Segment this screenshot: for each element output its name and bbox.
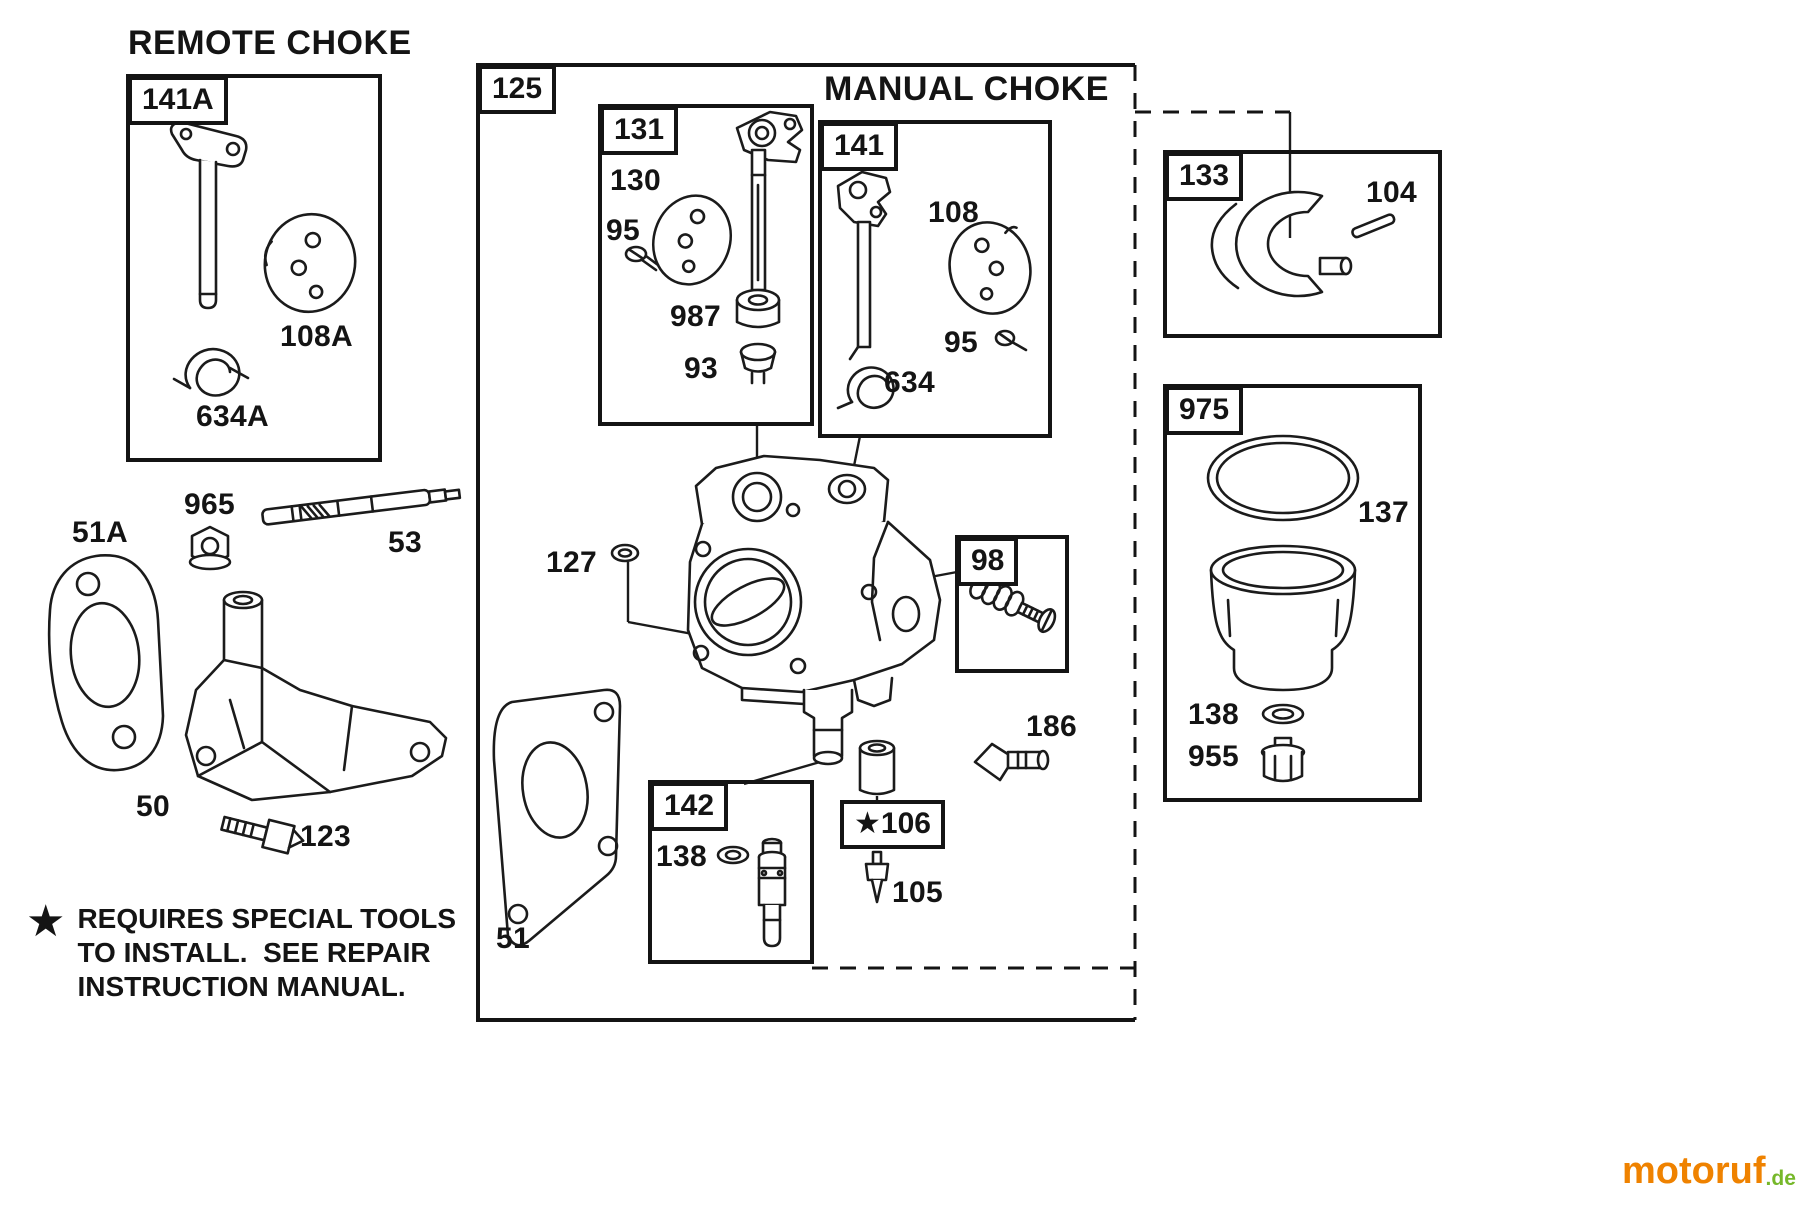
throttle-shaft-53-drawing <box>261 488 462 526</box>
footnote-line-2: TO INSTALL. SEE REPAIR <box>77 937 431 969</box>
spring-634-drawing <box>836 366 895 410</box>
logo-tld: .de <box>1765 1166 1796 1190</box>
group-label-142: 142 <box>650 782 729 831</box>
motoruf-logo: motoruf.de <box>1622 1152 1796 1190</box>
logo-text: motoruf <box>1622 1150 1766 1192</box>
choke-cover-133-drawing <box>1210 190 1353 298</box>
screw-95-131-drawing <box>624 245 660 272</box>
carburetor-body-drawing <box>686 454 942 766</box>
group-label-131: 131 <box>600 106 679 155</box>
footnote-text: REQUIRES SPECIAL TOOLS TO INSTALL. SEE R… <box>77 902 456 1004</box>
nut-965-drawing <box>188 525 232 571</box>
part-label-965: 965 <box>184 488 235 521</box>
region-141 <box>818 120 1052 438</box>
part-label-108: 108 <box>928 196 979 229</box>
gasket-51a-drawing <box>47 553 165 772</box>
float-bowl-drawing <box>1209 544 1357 692</box>
bowl-washer-138-drawing <box>1261 703 1305 725</box>
elbow-fitting-186-drawing <box>973 742 1050 782</box>
footnote-line-3: INSTRUCTION MANUAL. <box>77 971 406 1003</box>
part-label-634: 634 <box>884 366 935 399</box>
part-label-987: 987 <box>670 300 721 333</box>
remote-choke-lever-drawing <box>169 120 248 310</box>
part-label-634a: 634A <box>196 400 269 433</box>
choke-plate-130-drawing <box>651 194 733 286</box>
group-label-125: 125 <box>478 65 557 114</box>
part-label-137: 137 <box>1358 496 1409 529</box>
oring-137-drawing <box>1206 434 1360 522</box>
group-label-975: 975 <box>1165 386 1244 435</box>
footnote: ★ REQUIRES SPECIAL TOOLS TO INSTALL. SEE… <box>26 897 456 1004</box>
part-label-105: 105 <box>892 876 943 909</box>
screw-123-drawing <box>220 815 305 855</box>
screw-95-141-drawing <box>994 329 1028 352</box>
part-label-127: 127 <box>546 546 597 579</box>
region-975 <box>1163 384 1422 802</box>
part-label-51a: 51A <box>72 516 128 549</box>
part-label-95-131: 95 <box>606 214 640 247</box>
part-label-53: 53 <box>388 526 422 559</box>
group-label-133: 133 <box>1165 152 1244 201</box>
group-label-141a: 141A <box>128 76 228 125</box>
footnote-line-1: REQUIRES SPECIAL TOOLS <box>77 903 457 934</box>
part-label-51: 51 <box>496 922 530 955</box>
part-label-186: 186 <box>1026 710 1077 743</box>
choke-shaft-141-drawing <box>836 170 892 361</box>
remote-choke-title: REMOTE CHOKE <box>128 24 412 62</box>
inlet-seat-drawing <box>858 739 896 796</box>
pin-104-drawing <box>1351 213 1396 239</box>
region-131 <box>598 104 814 426</box>
needle-seat-142-drawing <box>757 837 787 948</box>
region-142 <box>648 780 814 964</box>
star-icon: ★ <box>26 897 66 946</box>
spring-634a-drawing <box>172 347 250 397</box>
part-label-50: 50 <box>136 790 170 823</box>
group-label-98: 98 <box>957 537 1019 586</box>
gasket-51-drawing <box>492 688 622 947</box>
region-boxes <box>126 63 1442 1022</box>
group-label-106: ★106 <box>840 800 945 849</box>
seat-washer-138-drawing <box>716 845 750 865</box>
group-label-141: 141 <box>820 122 899 171</box>
choke-plate-108-drawing <box>948 221 1032 315</box>
part-label-130: 130 <box>610 164 661 197</box>
choke-plate-108a-drawing <box>263 212 357 314</box>
float-needle-105-drawing <box>864 850 890 904</box>
part-label-955: 955 <box>1188 740 1239 773</box>
washer-93-drawing <box>739 342 777 385</box>
manual-choke-title: MANUAL CHOKE <box>824 70 1109 108</box>
part-label-104: 104 <box>1366 176 1417 209</box>
bowl-bolt-955-drawing <box>1260 736 1306 783</box>
part-label-138-975: 138 <box>1188 698 1239 731</box>
part-label-108a: 108A <box>280 320 353 353</box>
part-label-95-141: 95 <box>944 326 978 359</box>
region-133 <box>1163 150 1442 338</box>
region-141a <box>126 74 382 462</box>
part-label-93: 93 <box>684 352 718 385</box>
washer-127-drawing <box>610 543 640 563</box>
intake-manifold-50-drawing <box>184 590 448 802</box>
seal-987-drawing <box>735 288 781 329</box>
region-125-solid <box>476 63 1135 1022</box>
throttle-shaft-131-drawing <box>735 110 804 292</box>
part-label-138-142: 138 <box>656 840 707 873</box>
part-label-123: 123 <box>300 820 351 853</box>
